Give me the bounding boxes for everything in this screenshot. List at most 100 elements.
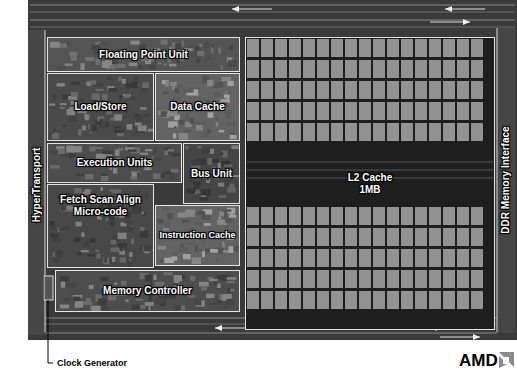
cache-cell [317, 270, 329, 288]
region-label: Fetch Scan Align Micro-code [55, 194, 147, 217]
cache-cell [373, 270, 385, 288]
region-label: Load/Store [74, 101, 126, 113]
cache-cell [457, 207, 469, 225]
cache-cell [415, 270, 427, 288]
cache-cell [457, 270, 469, 288]
cache-cell [331, 228, 343, 246]
die-region: Instruction Cache [155, 205, 240, 266]
clock-generator-block [44, 276, 53, 300]
cache-cell [373, 81, 385, 99]
cache-cell [429, 207, 441, 225]
cache-cell [443, 228, 455, 246]
cache-cell [331, 291, 343, 309]
cache-cell [359, 228, 371, 246]
cache-cell [373, 207, 385, 225]
region-label: Floating Point Unit [99, 49, 188, 61]
cache-cell [471, 207, 483, 225]
cache-cell [303, 123, 315, 141]
cache-cell [261, 39, 273, 57]
cache-cell [303, 249, 315, 267]
cache-cell [401, 39, 413, 57]
cache-cell [443, 291, 455, 309]
cache-cell [275, 249, 287, 267]
cache-cell [429, 102, 441, 120]
cache-cell [275, 228, 287, 246]
cache-cell [387, 39, 399, 57]
cache-cell [457, 228, 469, 246]
cache-cell [303, 291, 315, 309]
cache-cell [345, 228, 357, 246]
cache-cell [261, 291, 273, 309]
side-strip [497, 28, 515, 333]
cache-cell [415, 123, 427, 141]
die-region: L2 Cache 1MB [245, 37, 495, 330]
cache-cell [289, 207, 301, 225]
cache-cell [359, 39, 371, 57]
cache-cell [359, 270, 371, 288]
region-label: HyperTransport [31, 148, 43, 222]
cache-cell [275, 81, 287, 99]
cache-cell [345, 81, 357, 99]
cache-cell [387, 291, 399, 309]
cache-cell [387, 60, 399, 78]
cache-cell [303, 60, 315, 78]
cache-cell [373, 102, 385, 120]
cache-cell [289, 102, 301, 120]
cache-cell [429, 249, 441, 267]
cache-cell [471, 60, 483, 78]
cache-cell [261, 270, 273, 288]
die-region: Memory Controller [55, 270, 240, 312]
cache-cell [457, 249, 469, 267]
cache-cell [275, 39, 287, 57]
cache-cell [373, 291, 385, 309]
cache-cell [415, 81, 427, 99]
cache-cell [275, 102, 287, 120]
cache-cell [429, 81, 441, 99]
bus-trace [30, 20, 515, 21]
die-region: Data Cache [155, 73, 240, 141]
cache-cell [373, 60, 385, 78]
cache-cell [247, 81, 259, 99]
cache-cell [471, 228, 483, 246]
cache-cell [387, 81, 399, 99]
cache-cell [429, 60, 441, 78]
cache-cell [429, 291, 441, 309]
cache-cell [429, 270, 441, 288]
cache-cell [387, 270, 399, 288]
cache-cell [303, 81, 315, 99]
cache-cell [443, 207, 455, 225]
cache-cell [331, 270, 343, 288]
cache-cell [471, 123, 483, 141]
cache-cell [317, 291, 329, 309]
cache-cell [317, 228, 329, 246]
cache-cell [359, 207, 371, 225]
cache-cell [401, 249, 413, 267]
cache-cell [331, 39, 343, 57]
side-strip [28, 30, 45, 335]
cache-cell [387, 207, 399, 225]
logo-text: AMD [459, 352, 498, 369]
region-label: Bus Unit [191, 168, 232, 180]
cache-cell [387, 228, 399, 246]
die-background [28, 0, 517, 340]
bus-trace [30, 12, 515, 13]
region-label: Execution Units [77, 157, 153, 169]
cache-cell [429, 39, 441, 57]
cache-cell [247, 39, 259, 57]
cache-cell [289, 81, 301, 99]
cache-cell [415, 291, 427, 309]
cache-cell [317, 123, 329, 141]
cache-band-line [247, 170, 493, 171]
bus-trace [30, 27, 515, 28]
cache-cell [331, 207, 343, 225]
die-region: Floating Point Unit [47, 37, 240, 72]
cache-band-line [247, 162, 493, 163]
cache-cell [457, 81, 469, 99]
cache-cell [275, 291, 287, 309]
cache-cell [247, 123, 259, 141]
cache-cell [401, 270, 413, 288]
cache-cell [415, 39, 427, 57]
cache-cell [415, 102, 427, 120]
die-region: Bus Unit [183, 143, 240, 204]
